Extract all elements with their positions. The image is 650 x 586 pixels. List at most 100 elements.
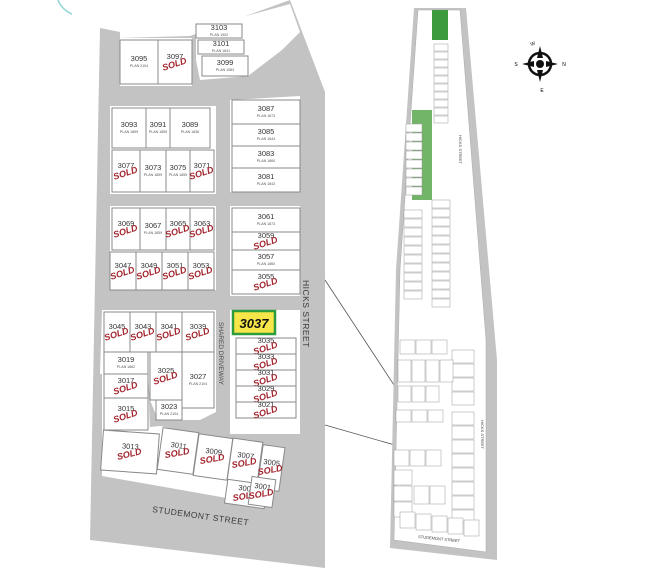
lot-number: 3035	[258, 336, 275, 345]
lot-number: 3057	[258, 252, 275, 261]
overview-lot	[451, 453, 475, 468]
lot-number: 3033	[258, 352, 275, 361]
lot-number: 3085	[258, 127, 275, 136]
lot-number: 3059	[258, 231, 275, 240]
overview-lot	[451, 467, 475, 482]
lot-number: 3083	[258, 149, 275, 158]
lot-outline	[169, 107, 211, 149]
overview-lot	[411, 359, 426, 383]
lot-number: 3023	[161, 402, 178, 411]
overview-lot	[403, 218, 423, 228]
overview-lot	[403, 263, 423, 273]
lot-number: 3003	[238, 483, 256, 494]
lot-outline	[111, 149, 141, 193]
overview-lot	[409, 449, 426, 467]
overview-lot	[415, 339, 432, 355]
overview-lot	[403, 272, 423, 282]
overview-lot	[393, 485, 413, 502]
overview-lot	[399, 339, 416, 355]
overview-lot	[427, 409, 444, 423]
overview-lot	[451, 377, 475, 392]
lot-outline	[100, 429, 160, 475]
lot-outline	[197, 39, 245, 55]
lot-number: 3007	[237, 450, 255, 461]
lot-outline	[155, 399, 183, 421]
lot-plan: PLAN 1859	[149, 130, 167, 134]
overview-lot	[395, 409, 412, 423]
lot-plan: PLAN 1860	[257, 159, 275, 163]
lot-number: 3089	[182, 120, 199, 129]
compass-w: W	[530, 41, 537, 48]
overview-lot	[451, 495, 475, 510]
lot-outline	[161, 251, 189, 291]
overview-lot	[433, 67, 449, 76]
lot-number: 3017	[118, 376, 135, 385]
sold-stamp: SOLD	[257, 463, 284, 477]
overview-lot	[429, 485, 446, 505]
overview-lot	[405, 186, 423, 196]
highlighted-lot-3037[interactable]: 3037	[231, 309, 277, 336]
overview-lot	[433, 43, 449, 52]
highlight-label: 3037	[240, 316, 270, 331]
lot-number: 3039	[190, 322, 207, 331]
overview-lot	[447, 517, 464, 535]
lot-number: 3063	[194, 219, 211, 228]
lot-number: 3095	[131, 54, 148, 63]
lot-outline	[201, 55, 249, 77]
overview-lot	[405, 159, 423, 169]
overview-hicks-label: HICKS STREET	[458, 135, 463, 165]
overview-lot	[431, 199, 451, 209]
lot-number: 3065	[170, 219, 187, 228]
lot-number: 3081	[258, 172, 275, 181]
overview-lot	[431, 226, 451, 236]
